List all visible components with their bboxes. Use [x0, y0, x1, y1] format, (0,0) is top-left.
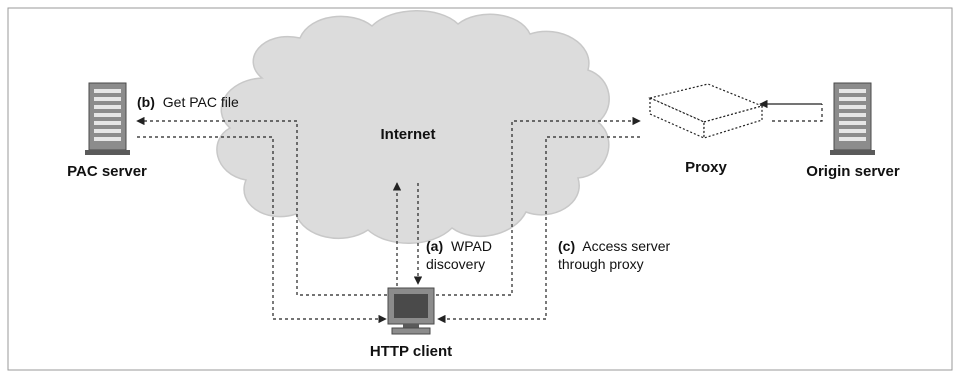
svg-text:(c) Access server: (c) Access server — [558, 238, 670, 254]
internet-cloud: Internet — [216, 10, 610, 244]
svg-text:(b) Get PAC file: (b) Get PAC file — [137, 94, 239, 110]
step-b-text: Get PAC file — [163, 94, 239, 110]
step-b-label: (b) Get PAC file — [137, 94, 239, 110]
step-b-tag: (b) — [137, 94, 155, 110]
arrow-proxy-to-origin-a — [772, 104, 823, 122]
proxy-box-icon — [648, 83, 764, 139]
http-client: HTTP client — [370, 287, 452, 360]
step-a-line2: discovery — [426, 256, 485, 272]
pac-server-icon — [85, 82, 130, 155]
computer-monitor-icon — [387, 287, 435, 335]
origin-server: Origin server — [806, 82, 900, 180]
origin-server-label: Origin server — [806, 163, 900, 180]
figure-frame — [7, 7, 953, 371]
arrow-proxy-to-client — [437, 136, 640, 324]
http-client-label: HTTP client — [370, 343, 452, 360]
step-c-tag: (c) — [558, 238, 575, 254]
pac-server-label: PAC server — [67, 163, 147, 180]
arrow-client-to-pac — [136, 116, 387, 296]
step-a-label: (a) WPAD discovery — [426, 238, 492, 272]
origin-proxy-arrows — [768, 121, 822, 137]
step-c-label: (c) Access server through proxy — [558, 238, 670, 272]
arrow-pac-to-client — [137, 136, 387, 324]
cloud-label: Internet — [380, 126, 435, 143]
arrow-client-to-proxy — [436, 116, 641, 296]
step-c-line1: Access server — [582, 238, 670, 254]
origin-server-icon — [830, 82, 875, 155]
step-a-line1: WPAD — [451, 238, 492, 254]
step-a-tag: (a) — [426, 238, 443, 254]
pac-server: PAC server — [67, 82, 147, 180]
proxy: Proxy — [648, 83, 764, 176]
arrows — [136, 99, 823, 324]
proxy-label: Proxy — [685, 159, 727, 176]
step-c-line2: through proxy — [558, 256, 644, 272]
svg-text:(a) WPAD: (a) WPAD — [426, 238, 492, 254]
